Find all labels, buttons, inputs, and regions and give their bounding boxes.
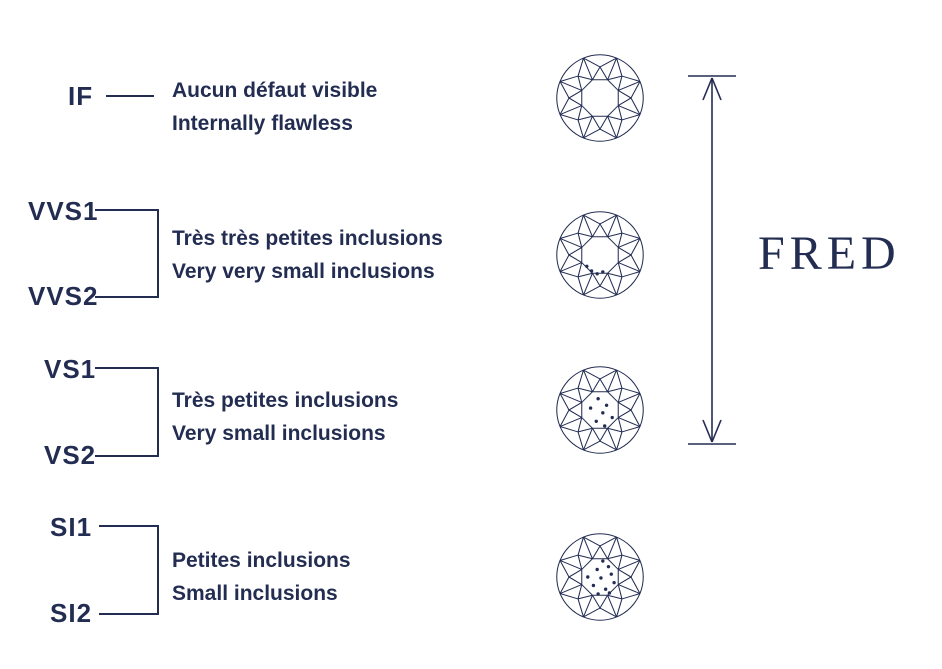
description-en: Small inclusions [172,582,338,605]
description-fr: Petites inclusions [172,549,351,572]
clarity-range-arrow [688,75,736,445]
grade-label-vvs2: VVS2 [28,281,99,311]
grade-bracket [95,367,159,457]
diamond-icon [553,51,647,145]
description-block-si: Petites inclusions Small inclusions [172,544,351,610]
brand-logo: FRED [758,227,901,280]
description-block-vs: Très petites inclusions Very small inclu… [172,384,398,450]
grade-connector-line [106,95,154,97]
description-block-vvs: Très très petites inclusions Very very s… [172,222,443,288]
description-block-if: Aucun défaut visible Internally flawless [172,74,377,140]
grade-bracket [99,525,159,615]
grade-label-si2: SI2 [50,598,93,628]
description-fr: Aucun défaut visible [172,79,378,102]
diamond-icon [553,208,647,302]
grade-label-vs1: VS1 [44,354,97,384]
grade-label-vvs1: VVS1 [28,196,99,226]
description-en: Very small inclusions [172,422,386,445]
description-fr: Très très petites inclusions [172,227,443,250]
grade-label-si1: SI1 [50,512,93,542]
description-fr: Très petites inclusions [172,389,399,412]
grade-label-if: IF [68,81,94,111]
description-en: Very very small inclusions [172,260,435,283]
grade-bracket [95,209,159,298]
diamond-icon [553,530,647,624]
diamond-icon [553,363,647,457]
description-en: Internally flawless [172,112,353,135]
grade-label-vs2: VS2 [44,440,97,470]
